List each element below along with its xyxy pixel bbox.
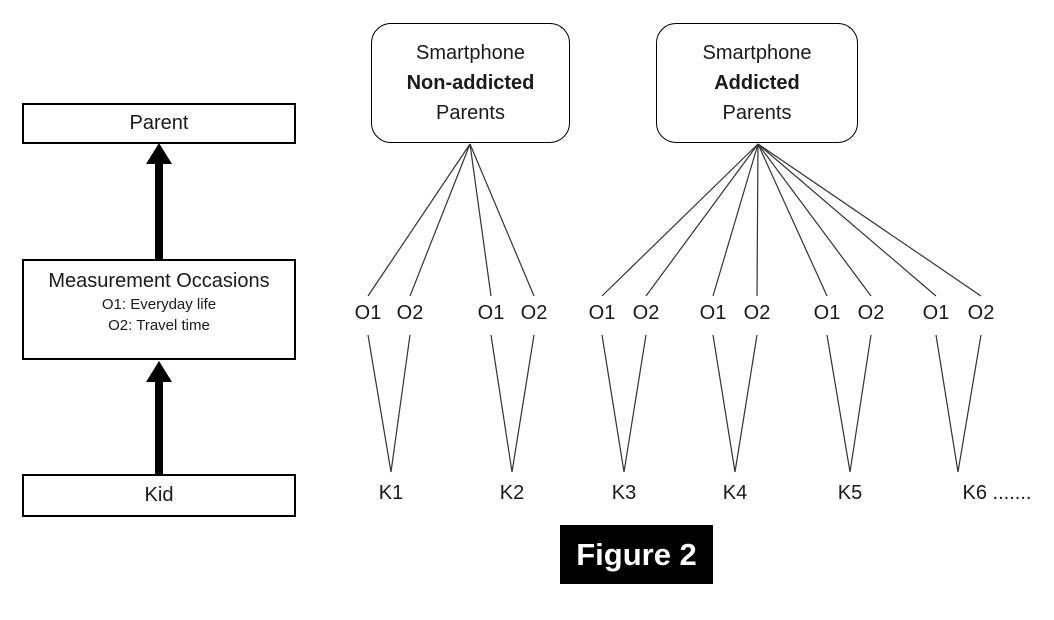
occasion-label: O1 bbox=[477, 302, 505, 324]
figure-caption: Figure 2 bbox=[576, 536, 697, 572]
measurement-occasion-2-label: O2: Travel time bbox=[108, 317, 210, 334]
measurement-occasions-title: Measurement Occasions bbox=[48, 270, 270, 292]
parent-box: Parent bbox=[22, 103, 296, 144]
kid-box: Kid bbox=[22, 474, 296, 517]
kid-label-k3: K3 bbox=[611, 482, 637, 504]
arrow-up-kid-to-measurement-icon bbox=[146, 361, 172, 474]
occasion-to-kid-lines bbox=[367, 334, 982, 473]
occasion-label: O1 bbox=[588, 302, 616, 324]
group-nonaddicted-line1: Smartphone bbox=[416, 42, 525, 64]
occasion-label: O1 bbox=[354, 302, 382, 324]
nonaddicted-fan-lines bbox=[367, 143, 535, 297]
group-addicted-line3: Parents bbox=[722, 102, 792, 124]
group-addicted-line2: Addicted bbox=[714, 72, 800, 94]
occasion-label: O2 bbox=[743, 302, 771, 324]
group-box-nonaddicted-parents: Smartphone Non-addicted Parents bbox=[371, 23, 570, 143]
kid-label-k2: K2 bbox=[499, 482, 525, 504]
kid-label-k6: K6 ....... bbox=[962, 482, 1032, 504]
group-nonaddicted-line2: Non-addicted bbox=[406, 72, 535, 94]
kid-label-k4: K4 bbox=[722, 482, 748, 504]
group-nonaddicted-line3: Parents bbox=[436, 102, 505, 124]
kid-label-k1: K1 bbox=[378, 482, 404, 504]
occasion-label: O1 bbox=[813, 302, 841, 324]
kid-label: Kid bbox=[144, 484, 174, 506]
occasion-label: O2 bbox=[632, 302, 660, 324]
group-box-addicted-parents: Smartphone Addicted Parents bbox=[656, 23, 858, 143]
occasion-label: O2 bbox=[857, 302, 885, 324]
addicted-fan-lines bbox=[601, 143, 982, 297]
arrow-up-measurement-to-parent-icon bbox=[146, 143, 172, 259]
occasion-label: O2 bbox=[520, 302, 548, 324]
kid-label-k5: K5 bbox=[837, 482, 863, 504]
occasion-label: O1 bbox=[922, 302, 950, 324]
occasion-label: O2 bbox=[967, 302, 995, 324]
occasion-label: O1 bbox=[699, 302, 727, 324]
group-addicted-line1: Smartphone bbox=[702, 42, 812, 64]
figure-caption-box: Figure 2 bbox=[560, 525, 713, 584]
parent-label: Parent bbox=[129, 112, 189, 134]
occasion-label: O2 bbox=[396, 302, 424, 324]
measurement-occasion-1-label: O1: Everyday life bbox=[101, 296, 217, 313]
measurement-occasions-box: Measurement Occasions O1: Everyday life … bbox=[22, 259, 296, 360]
